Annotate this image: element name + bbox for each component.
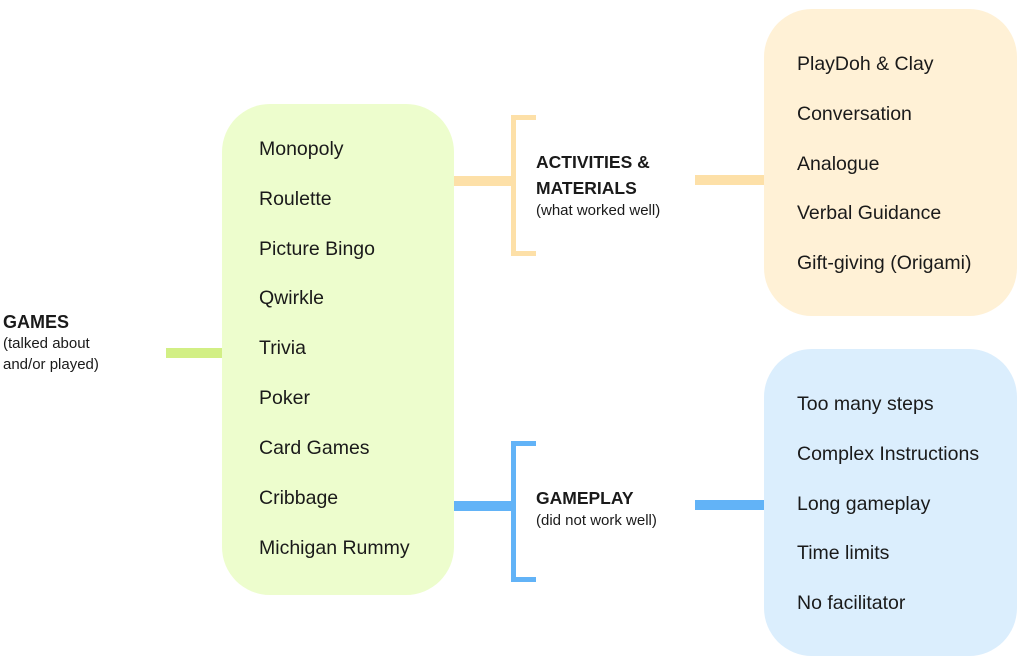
game-item: Card Games xyxy=(259,437,370,459)
activities-list-box: PlayDoh & Clay Conversation Analogue Ver… xyxy=(764,9,1017,316)
activity-item: Conversation xyxy=(797,103,912,125)
root-connector xyxy=(166,348,222,358)
root-subtitle-line2: and/or played) xyxy=(3,356,99,373)
gameplay-item: Too many steps xyxy=(797,393,934,415)
game-item: Cribbage xyxy=(259,487,339,509)
gameplay-connector-right xyxy=(695,500,764,510)
gameplay-list-box: Too many steps Complex Instructions Long… xyxy=(764,349,1017,656)
gameplay-label: GAMEPLAY (did not work well) xyxy=(536,485,657,531)
activities-bracket xyxy=(511,115,536,256)
gameplay-item: Long gameplay xyxy=(797,493,931,515)
activities-label: ACTIVITIES & MATERIALS (what worked well… xyxy=(536,149,660,221)
activity-item: Verbal Guidance xyxy=(797,202,942,224)
root-title: GAMES xyxy=(3,312,70,332)
activities-title-line1: ACTIVITIES & xyxy=(536,152,650,172)
game-item: Michigan Rummy xyxy=(259,537,410,559)
gameplay-subtitle: (did not work well) xyxy=(536,512,657,529)
game-item: Roulette xyxy=(259,188,332,210)
activities-connector-left xyxy=(454,176,511,186)
activity-item: PlayDoh & Clay xyxy=(797,53,934,75)
games-list-box: Monopoly Roulette Picture Bingo Qwirkle … xyxy=(222,104,454,595)
game-item: Qwirkle xyxy=(259,287,325,309)
gameplay-connector-left xyxy=(454,501,511,511)
gameplay-title: GAMEPLAY xyxy=(536,488,634,508)
game-item: Poker xyxy=(259,387,310,409)
activity-item: Gift-giving (Origami) xyxy=(797,252,972,274)
gameplay-item: Complex Instructions xyxy=(797,443,980,465)
activities-subtitle: (what worked well) xyxy=(536,202,661,219)
activity-item: Analogue xyxy=(797,153,880,175)
activities-title-line2: MATERIALS xyxy=(536,178,637,198)
gameplay-item: No facilitator xyxy=(797,592,906,614)
game-item: Picture Bingo xyxy=(259,238,375,260)
root-subtitle-line1: (talked about xyxy=(3,335,90,352)
root-node-games: GAMES (talked about and/or played) xyxy=(3,311,99,375)
gameplay-item: Time limits xyxy=(797,542,890,564)
activities-connector-right xyxy=(695,175,764,185)
gameplay-bracket xyxy=(511,441,536,582)
game-item: Monopoly xyxy=(259,138,344,160)
game-item: Trivia xyxy=(259,337,306,359)
